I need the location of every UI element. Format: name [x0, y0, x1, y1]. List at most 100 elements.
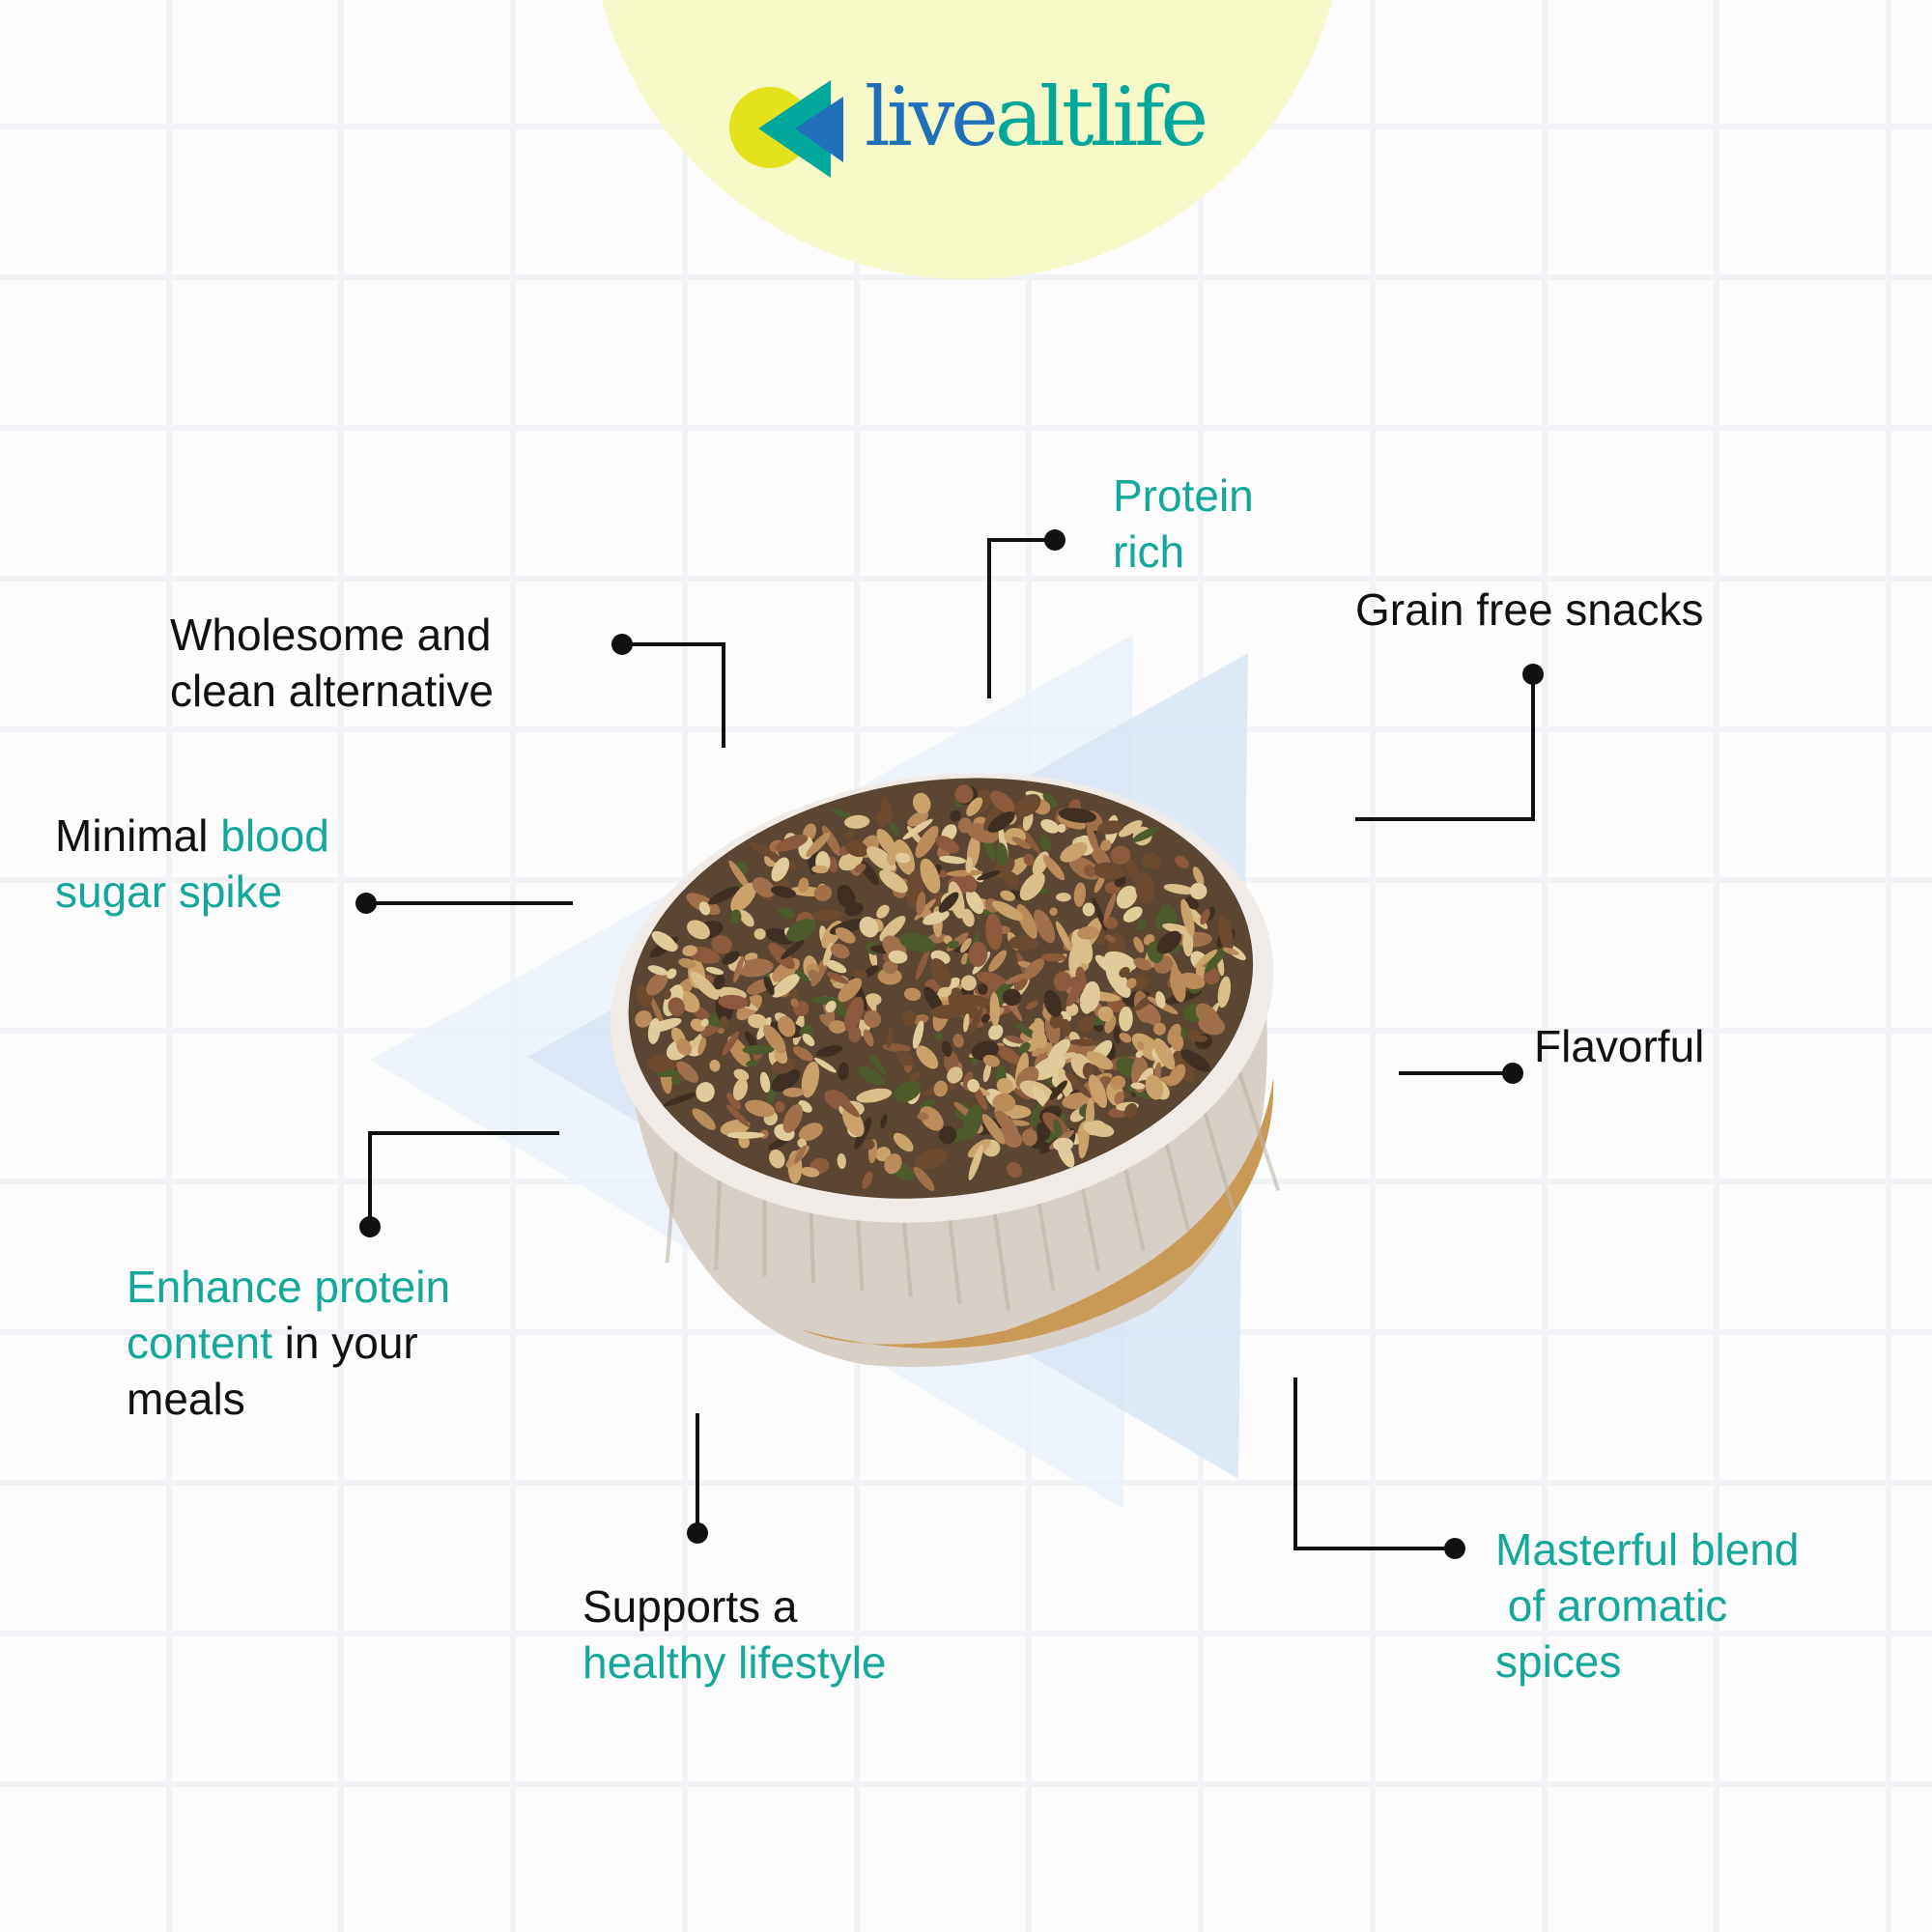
granola-piece [1195, 1003, 1221, 1031]
granola-piece [792, 1046, 813, 1062]
granola-piece [915, 947, 930, 980]
granola-piece [1153, 1037, 1176, 1070]
granola-piece [782, 1103, 803, 1133]
label-line: Wholesome and [170, 610, 492, 660]
granola-piece [1100, 839, 1112, 851]
granola-piece [739, 910, 754, 927]
granola-piece [844, 996, 865, 1032]
granola-piece [965, 890, 984, 915]
granola-piece [913, 1166, 935, 1192]
granola-piece [915, 825, 939, 858]
granola-piece [1031, 1042, 1053, 1057]
granola-piece [854, 864, 867, 873]
granola-piece [1145, 1074, 1164, 1100]
granola-piece [912, 792, 931, 814]
granola-piece [663, 1092, 698, 1107]
granola-piece [1023, 958, 1045, 980]
granola-piece [826, 972, 849, 984]
granola-piece [795, 969, 810, 982]
label-line: rich [1113, 526, 1185, 577]
granola-piece [961, 908, 975, 927]
label-text: Minimal [55, 810, 221, 861]
granola-piece [994, 1110, 1019, 1138]
granola-piece [1175, 855, 1189, 868]
granola-piece [733, 955, 745, 983]
granola-piece [996, 842, 1009, 867]
granola-piece [811, 865, 829, 874]
granola-piece [1057, 1140, 1075, 1168]
granola-piece [798, 877, 810, 893]
granola-piece [947, 1066, 963, 1084]
granola-piece [1018, 1041, 1031, 1054]
granola-piece [888, 950, 908, 964]
label-line: Protein [1113, 470, 1254, 521]
granola-piece [864, 1009, 882, 1028]
granola-piece [968, 941, 988, 967]
granola-piece [923, 910, 950, 925]
granola-piece [1104, 951, 1137, 972]
granola-piece [1162, 923, 1193, 935]
granola-piece [1049, 1012, 1064, 1029]
granola-piece [806, 832, 831, 858]
granola-piece [825, 1000, 837, 1013]
granola-piece [903, 987, 922, 1002]
granola-piece [830, 943, 850, 959]
feature-grain-free: Grain free snacks [1355, 584, 1704, 635]
granola-piece [958, 994, 994, 1007]
granola-piece [1005, 973, 1028, 984]
granola-piece [678, 957, 696, 969]
granola-piece [771, 1057, 797, 1074]
granola-piece [867, 846, 896, 871]
granola-piece [908, 1070, 921, 1084]
granola-piece [1058, 808, 1096, 823]
granola-piece [844, 839, 868, 858]
granola-piece [862, 1171, 873, 1189]
granola-piece [863, 1029, 874, 1047]
brand-logo[interactable]: livealtlife [729, 70, 1232, 184]
granola-piece [854, 969, 867, 979]
granola-piece [1055, 892, 1071, 902]
granola-piece [1021, 1128, 1037, 1147]
granola-piece [1055, 921, 1072, 952]
granola-piece [800, 1167, 820, 1178]
granola-piece [781, 940, 805, 960]
granola-piece [1053, 971, 1072, 991]
granola-piece [700, 1018, 709, 1028]
label-text-accent: Enhance protein [127, 1262, 451, 1312]
granola-piece [879, 869, 908, 894]
granola-piece [950, 810, 961, 822]
granola-piece [831, 809, 855, 819]
granola-piece [759, 1071, 771, 1094]
granola-piece [1077, 1016, 1098, 1033]
granola-piece [1005, 1035, 1024, 1044]
granola-piece [1060, 841, 1088, 863]
granola-piece [1217, 976, 1232, 1009]
granola-piece [1039, 835, 1051, 851]
granola-piece [1042, 792, 1058, 809]
granola-piece [829, 1020, 847, 1034]
granola-piece [929, 957, 952, 988]
granola-piece [647, 1017, 661, 1044]
granola-piece [868, 1053, 887, 1075]
granola-piece [1114, 1091, 1124, 1105]
granola-piece [980, 1013, 990, 1024]
label-text-accent: healthy lifestyle [582, 1637, 887, 1688]
label-text-accent: sugar spike [55, 867, 283, 917]
granola-piece [1065, 1071, 1092, 1098]
granola-piece [960, 938, 972, 953]
granola-piece [687, 920, 710, 940]
granola-piece [1075, 966, 1087, 991]
granola-piece [1007, 1162, 1022, 1178]
granola-piece [967, 1079, 980, 1093]
granola-piece [1040, 952, 1066, 962]
granola-piece [877, 968, 902, 985]
granola-piece [682, 945, 697, 956]
granola-piece [720, 1015, 729, 1031]
granola-piece [1086, 825, 1099, 853]
granola-piece [1002, 988, 1022, 1007]
granola-piece [1189, 882, 1208, 900]
granola-piece [1155, 991, 1166, 1009]
granola-piece [1105, 964, 1131, 998]
granola-piece [1083, 1121, 1115, 1137]
